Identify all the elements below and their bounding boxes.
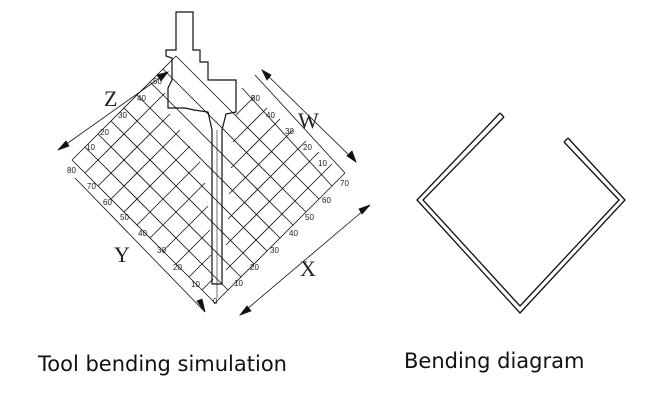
caption-bending-diagram: Bending diagram [404,349,584,373]
tick-label: 80 [67,166,76,175]
tick-label: 20 [303,143,312,152]
tick-label: 30 [118,111,127,120]
axis-x-label: X [300,256,316,281]
tick-label: 50 [305,213,314,222]
tick-label: 50 [120,213,129,222]
tick-label: 40 [266,111,275,120]
simulation-grid [71,55,346,304]
origin-label: 0 [213,297,218,306]
tick-label: 10 [318,159,327,168]
axis-y-label: Y [114,242,130,267]
tick-label: 60 [103,198,112,207]
scale-right-upper: 50 40 30 20 10 [251,94,327,168]
tick-label: 20 [100,128,109,137]
tick-label: 70 [87,182,96,191]
tick-label: 50 [251,94,260,103]
dimension-lines [57,69,371,316]
tick-label: 20 [173,263,182,272]
tick-label: 10 [234,279,243,288]
scale-left-upper: 10 20 30 40 50 [86,77,162,152]
axis-z-label: Z [104,86,117,111]
punch-tool [165,11,237,285]
tick-label: 40 [137,94,146,103]
tick-label: 20 [250,263,259,272]
tick-label: 30 [157,246,166,255]
bent-profile-inner [422,116,620,307]
tick-label: 30 [285,127,294,136]
tick-label: 70 [340,179,349,188]
profile-end-cap-left [499,112,505,118]
profile-end-cap-right [563,137,569,143]
scale-right-lower: 10 20 30 40 50 60 70 [234,179,349,288]
bent-profile-outer [416,112,626,314]
tick-label: 50 [153,77,162,86]
tick-label: 40 [289,229,298,238]
axis-w-label: W [298,108,319,133]
tick-label: 10 [191,280,200,289]
tick-label: 30 [270,246,279,255]
bending-diagram [416,112,626,314]
tick-label: 40 [138,229,147,238]
tick-label: 10 [86,143,95,152]
caption-tool-bending-simulation: Tool bending simulation [37,352,287,376]
tool-bending-simulation: 10 20 30 40 50 80 70 60 50 40 30 20 10 5… [57,11,371,316]
scale-left-lower: 80 70 60 50 40 30 20 10 [67,166,200,289]
tick-label: 60 [322,196,331,205]
